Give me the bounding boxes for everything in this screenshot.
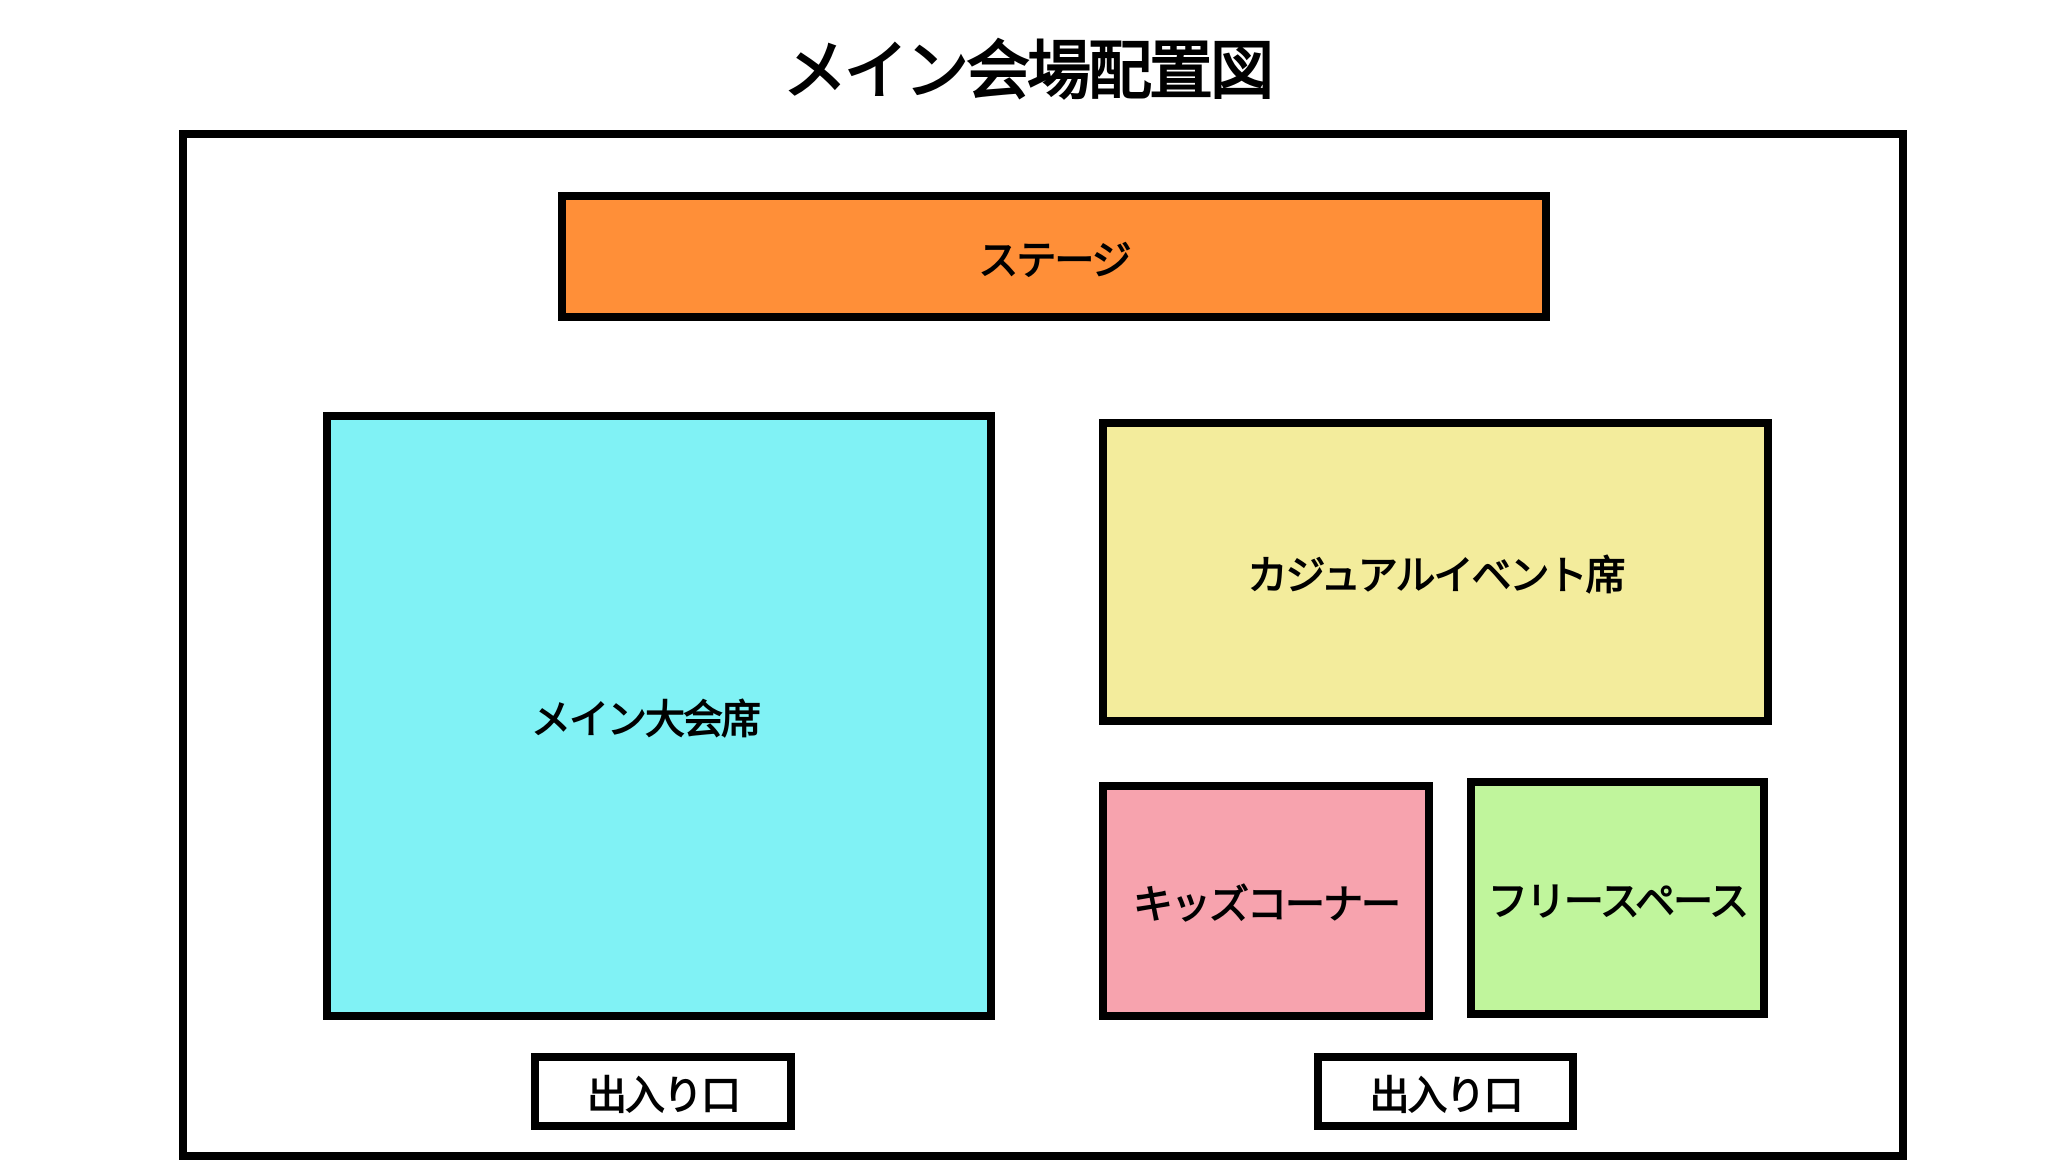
free-space-area: フリースペース	[1467, 778, 1768, 1018]
casual-seats-area: カジュアルイベント席	[1099, 419, 1772, 725]
entrance-right: 出入り口	[1314, 1053, 1577, 1130]
kids-corner-label: キッズコーナー	[1133, 882, 1401, 928]
entrance-left: 出入り口	[531, 1053, 795, 1130]
main-seats-area: メイン大会席	[323, 412, 995, 1020]
casual-seats-label: カジュアルイベント席	[1247, 553, 1626, 599]
kids-corner-area: キッズコーナー	[1099, 782, 1433, 1020]
entrance-label: 出入り口	[1369, 1072, 1524, 1119]
stage-area: ステージ	[558, 192, 1550, 321]
free-space-label: フリースペース	[1487, 879, 1749, 925]
stage-label: ステージ	[978, 237, 1131, 284]
entrance-label: 出入り口	[587, 1072, 741, 1119]
page-title: メイン会場配置図	[783, 35, 1274, 109]
main-seats-label: メイン大会席	[531, 697, 761, 743]
